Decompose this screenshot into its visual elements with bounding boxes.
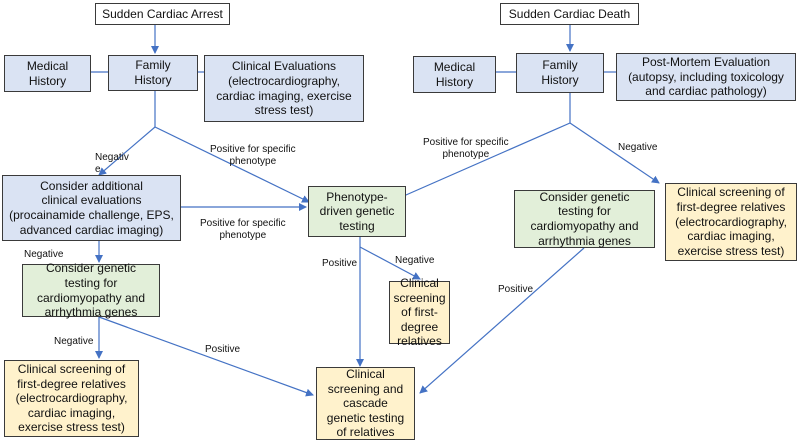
edge-label-left-genetic-positive: Positive bbox=[205, 344, 241, 355]
family-history-right-label: Family History bbox=[541, 58, 579, 87]
edge-label-left-negative: Negativ e bbox=[95, 152, 129, 175]
edge-label-phenotype-positive: Positive bbox=[322, 258, 358, 269]
cascade-testing-box: Clinical screening and cascade genetic t… bbox=[316, 367, 415, 440]
edge-label-left-genetic-negative: Negative bbox=[54, 336, 94, 347]
edge-label-additional-positive: Positive for specific phenotype bbox=[200, 218, 286, 241]
phenotype-driven-testing-box: Phenotype- driven genetic testing bbox=[308, 186, 406, 237]
clinical-evaluations-label: Clinical Evaluations (electrocardiograph… bbox=[216, 59, 352, 118]
edge-label-left-positive: Positive for specific phenotype bbox=[210, 144, 296, 167]
edge-label-right-negative: Negative bbox=[618, 142, 658, 153]
family-history-left-label: Family History bbox=[134, 58, 172, 87]
consider-genetic-testing-right-label: Consider genetic testing for cardiomyopa… bbox=[530, 189, 639, 248]
edge-label-right-genetic-positive: Positive bbox=[498, 284, 534, 295]
sudden-cardiac-arrest-label: Sudden Cardiac Arrest bbox=[102, 6, 223, 21]
medical-history-left-label: Medical History bbox=[26, 58, 69, 88]
medical-history-right-label: Medical History bbox=[433, 59, 476, 89]
clinical-screening-right-label: Clinical screening of first-degree relat… bbox=[675, 185, 787, 258]
edge-label-right-positive: Positive for specific phenotype bbox=[423, 137, 509, 160]
clinical-screening-mid-box: Clinical screening of first- degree rela… bbox=[389, 276, 450, 348]
clinical-evaluations-box: Clinical Evaluations (electrocardiograph… bbox=[204, 55, 364, 122]
clinical-screening-left-label: Clinical screening of first-degree relat… bbox=[15, 361, 128, 435]
family-history-right-box: Family History bbox=[516, 53, 604, 93]
consider-additional-evaluations-box: Consider additional clinical evaluations… bbox=[2, 175, 181, 241]
medical-history-left-box: Medical History bbox=[4, 55, 91, 92]
phenotype-driven-testing-label: Phenotype- driven genetic testing bbox=[319, 189, 395, 233]
sudden-cardiac-death-label: Sudden Cardiac Death bbox=[508, 6, 631, 21]
consider-genetic-testing-left-box: Consider genetic testing for cardiomyopa… bbox=[22, 261, 160, 320]
cascade-testing-label: Clinical screening and cascade genetic t… bbox=[326, 366, 405, 440]
post-mortem-evaluation-label: Post-Mortem Evaluation (autopsy, includi… bbox=[628, 55, 784, 99]
edge-label-additional-negative: Negative bbox=[24, 249, 64, 260]
medical-history-right-box: Medical History bbox=[413, 56, 496, 93]
family-history-left-box: Family History bbox=[108, 55, 198, 91]
consider-genetic-testing-left-label: Consider genetic testing for cardiomyopa… bbox=[36, 261, 146, 320]
clinical-screening-right-box: Clinical screening of first-degree relat… bbox=[665, 183, 797, 261]
consider-genetic-testing-right-box: Consider genetic testing for cardiomyopa… bbox=[514, 190, 655, 248]
sudden-cardiac-arrest-box: Sudden Cardiac Arrest bbox=[95, 3, 230, 25]
sudden-cardiac-death-box: Sudden Cardiac Death bbox=[500, 3, 639, 25]
consider-additional-evaluations-label: Consider additional clinical evaluations… bbox=[9, 178, 174, 237]
clinical-screening-left-box: Clinical screening of first-degree relat… bbox=[4, 360, 139, 437]
edge-label-phenotype-negative: Negative bbox=[395, 255, 435, 266]
clinical-screening-mid-label: Clinical screening of first- degree rela… bbox=[393, 275, 446, 349]
post-mortem-evaluation-box: Post-Mortem Evaluation (autopsy, includi… bbox=[616, 53, 796, 101]
